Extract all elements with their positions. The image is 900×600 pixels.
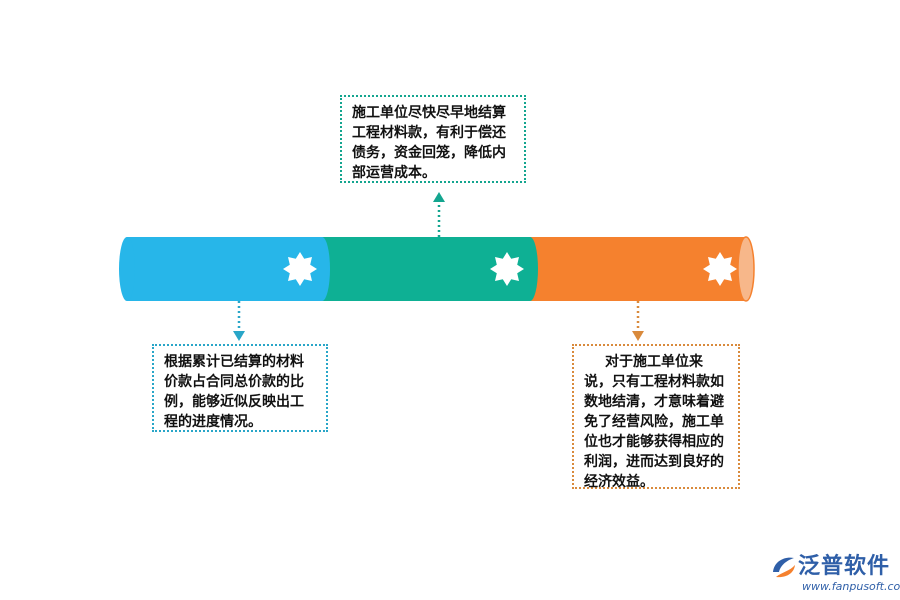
brand-name: 泛普软件 xyxy=(798,554,891,579)
note-right: 对于施工单位来说，只有工程材料款如数地结清，才意味着避免了经营风险，施工单位也才… xyxy=(572,344,740,490)
brand-url: www.fanpusoft.com xyxy=(802,580,900,593)
star-badge-icon xyxy=(490,252,524,286)
connector-right xyxy=(632,301,644,341)
star-badge-icon xyxy=(283,252,317,286)
connector-top xyxy=(433,192,445,237)
note-left: 根据累计已结算的材料价款占合同总价款的比例，能够近似反映出工程的进度情况。 xyxy=(152,344,328,432)
connector-left xyxy=(233,301,245,341)
pipe-end-cap xyxy=(737,236,755,302)
fanpu-logo-icon xyxy=(773,557,795,578)
pipe-segment-blue xyxy=(119,237,330,301)
star-badge-icon xyxy=(703,252,737,286)
brand-watermark: 泛普软件 www.fanpusoft.com xyxy=(768,550,900,596)
note-top: 施工单位尽快尽早地结算工程材料款，有利于偿还债务，资金回笼，降低内部运营成本。 xyxy=(340,95,526,183)
